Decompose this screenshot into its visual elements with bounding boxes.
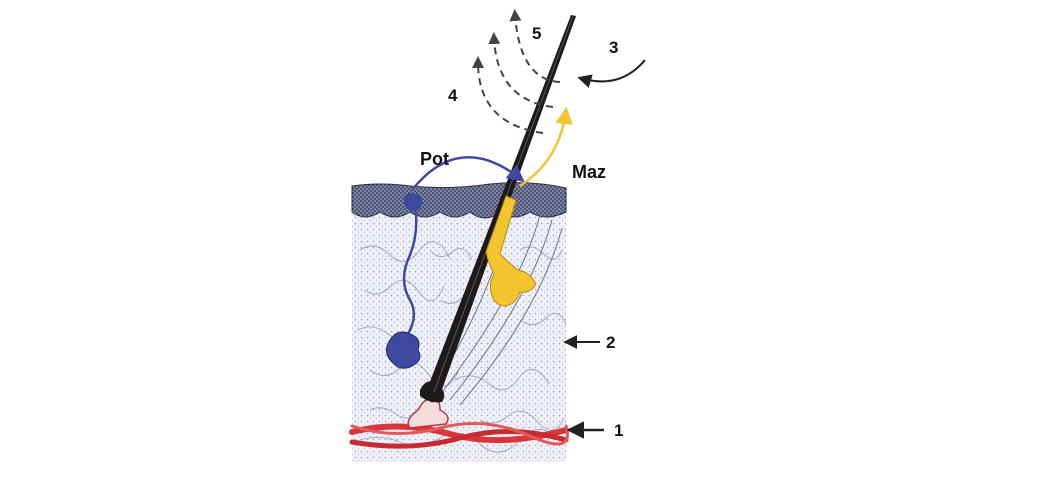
epidermis-layer (351, 182, 567, 219)
blood-vessels (349, 422, 569, 449)
sweat-gland (386, 193, 423, 369)
label-1: 1 (614, 421, 623, 440)
arrow-3 (577, 59, 646, 88)
vapor-arcs (472, 9, 561, 134)
pot-arrow (411, 156, 525, 191)
label-3: 3 (609, 38, 618, 57)
maz-arrow (519, 106, 574, 188)
label-2: 2 (606, 333, 615, 352)
label-4: 4 (448, 86, 458, 105)
label-maz: Maz (572, 162, 606, 182)
label-pot: Pot (420, 149, 449, 169)
label-5: 5 (532, 24, 541, 43)
sebaceous-gland (485, 195, 537, 307)
